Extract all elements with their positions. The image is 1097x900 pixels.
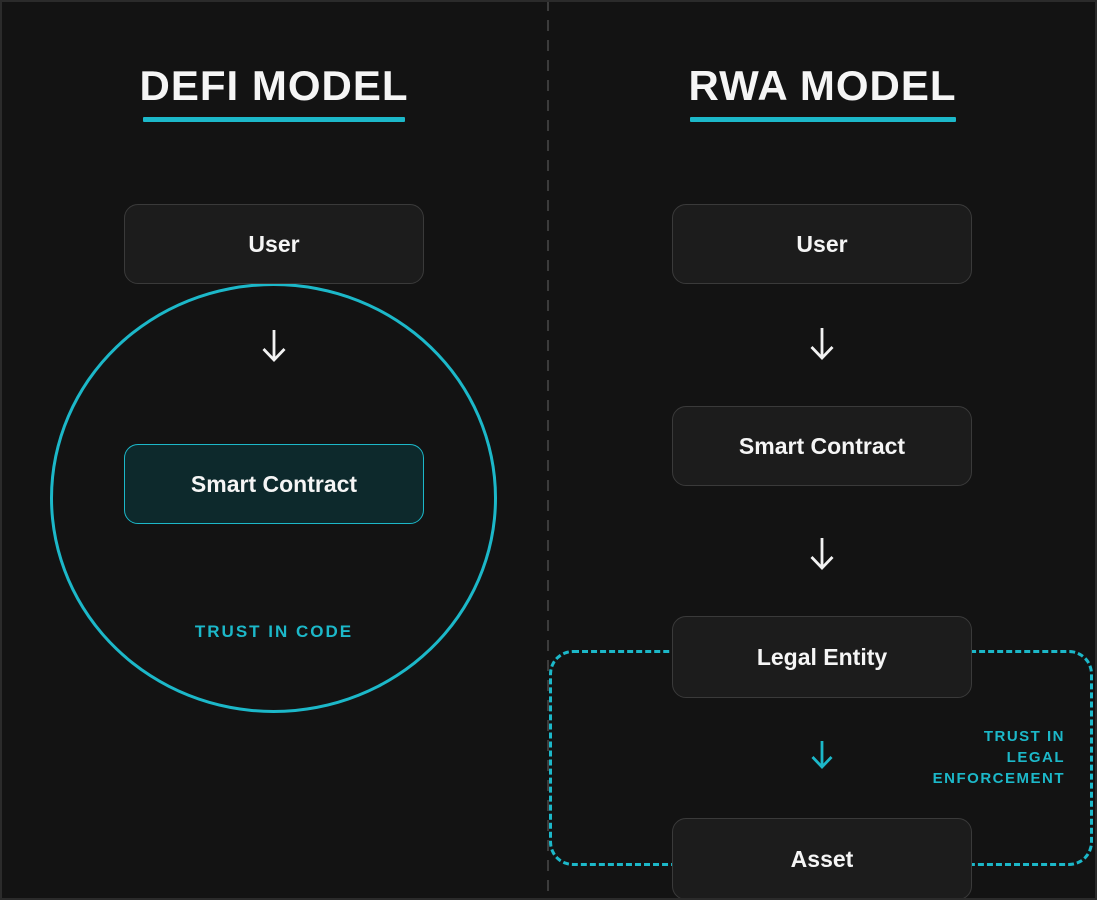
rwa-smart-contract-label: Smart Contract [738,432,906,459]
panel-divider [547,0,549,900]
rwa-asset-node: Asset [672,818,972,900]
trust-in-legal-enforcement-label: TRUST IN LEGAL ENFORCEMENT [845,726,1065,789]
down-arrow-icon [810,538,834,571]
down-arrow-icon [262,330,286,363]
defi-panel: DEFI MODEL User Smart Contract TRUST IN … [0,0,548,900]
defi-smart-contract-label: Smart Contract [190,470,358,497]
rwa-panel: RWA MODEL User Smart Contract Legal Enti… [548,0,1097,900]
defi-smart-contract-node: Smart Contract [124,444,424,524]
defi-user-node: User [124,204,424,284]
rwa-user-node: User [672,204,972,284]
trust-in-code-label: TRUST IN CODE [194,622,354,641]
rwa-legal-entity-label: Legal Entity [756,643,888,670]
trust-legal-line-2: LEGAL [1006,749,1065,766]
rwa-title: RWA MODEL [688,62,957,109]
rwa-user-label: User [796,230,848,257]
rwa-asset-label: Asset [790,845,854,872]
defi-user-label: User [248,230,300,257]
trust-legal-line-3: ENFORCEMENT [932,770,1065,787]
rwa-title-underline [690,117,956,122]
defi-title: DEFI MODEL [139,62,409,109]
trust-legal-line-1: TRUST IN [983,728,1065,745]
rwa-smart-contract-node: Smart Contract [672,406,972,486]
down-arrow-icon [810,328,834,361]
trust-in-code-circle [50,283,497,713]
rwa-legal-entity-node: Legal Entity [672,616,972,698]
down-arrow-accent-icon [811,741,833,770]
defi-title-underline [143,117,405,122]
